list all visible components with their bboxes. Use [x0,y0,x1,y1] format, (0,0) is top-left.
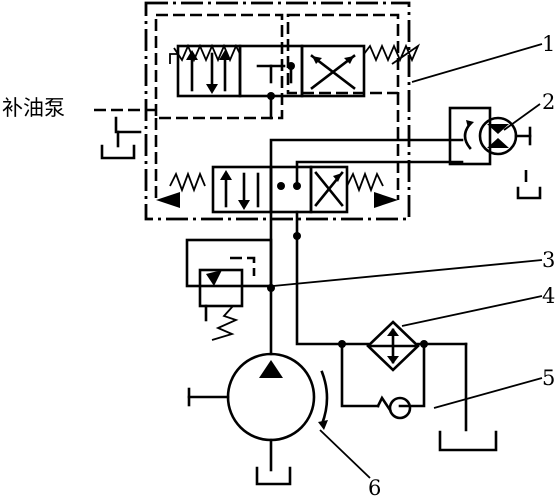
leader-line-6 [319,429,371,479]
upper-pilot-valve [169,43,421,120]
motor-line-b [295,160,464,188]
relief-valve [185,238,273,341]
callout-5: 5 [542,366,556,390]
leader-line-2 [503,103,541,131]
callout-4: 4 [542,284,556,308]
callout-2: 2 [542,90,556,114]
motor-line-a [269,138,464,214]
callout-6: 6 [368,476,382,500]
leader-line-3 [272,259,543,287]
tank-upper-left [100,116,142,160]
main-directional-valve [156,165,398,214]
supply-pump-label: 补油泵 [2,96,65,120]
leader-line-1 [411,43,543,83]
callout-1: 1 [542,32,556,56]
hydraulic-motor [448,106,542,200]
callout-3: 3 [542,248,556,272]
leader-line-5 [433,377,543,409]
filter-and-check-valve [338,320,498,452]
main-pump [187,352,329,486]
pilot-valve-enclosure-right [286,13,400,95]
leader-line-4 [401,295,543,327]
